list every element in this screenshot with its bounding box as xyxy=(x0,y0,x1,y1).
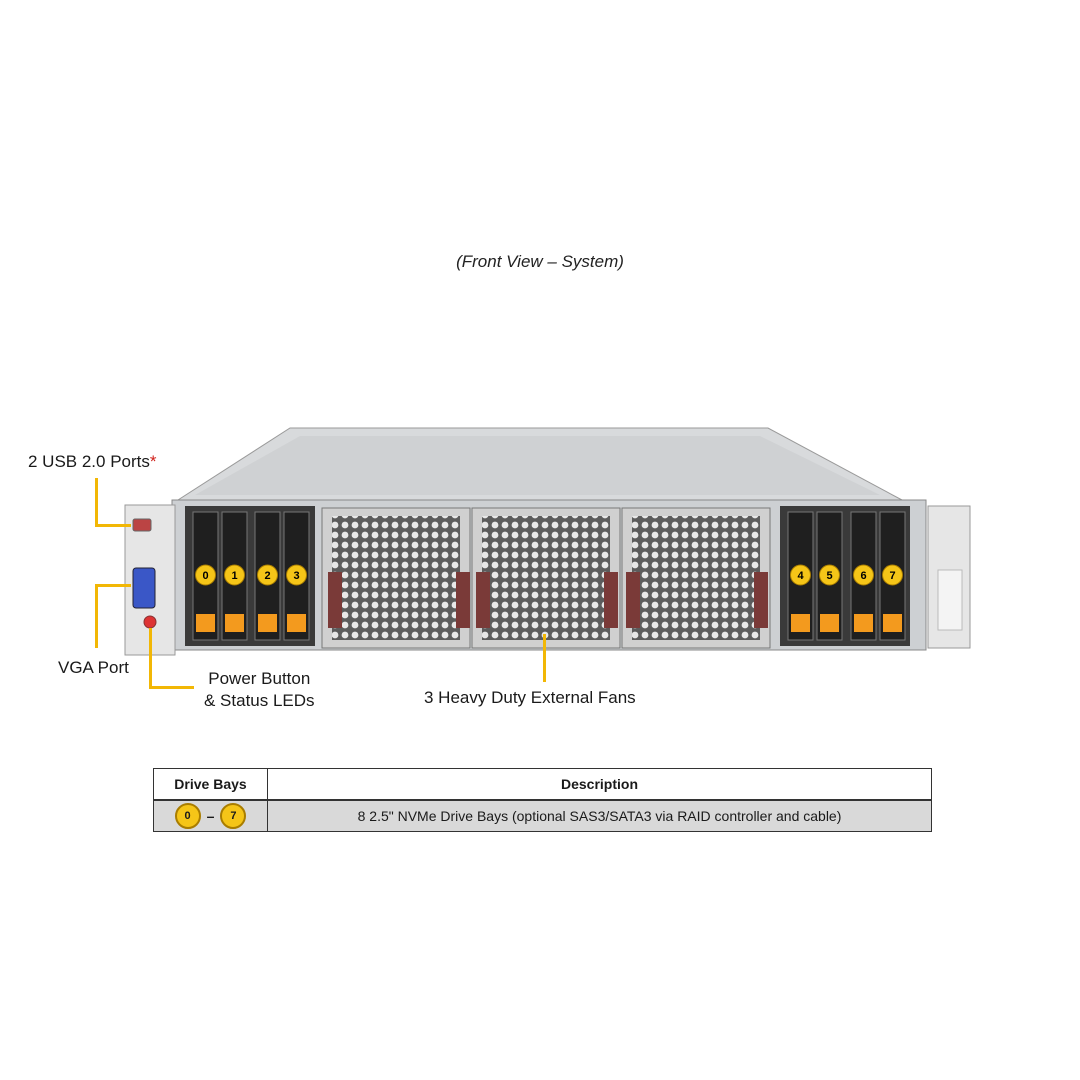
drive-bay-release-tab xyxy=(287,614,306,632)
drive-bay-release-tab xyxy=(820,614,839,632)
drive-bay-release-tab xyxy=(854,614,873,632)
drive-bay-release-tab xyxy=(196,614,215,632)
drive-bay-number: 5 xyxy=(826,570,832,582)
table-header-drive-bays: Drive Bays xyxy=(153,768,268,801)
drive-bay-number: 6 xyxy=(860,570,866,582)
brand-plate xyxy=(937,569,963,631)
power-button xyxy=(143,615,157,629)
drive-bays-table: Drive Bays Description 0–7 8 2.5" NVMe D… xyxy=(153,768,932,832)
bay-badge-start: 0 xyxy=(174,803,201,829)
fan-tab-3 xyxy=(476,572,490,628)
fan-tab-1 xyxy=(328,572,342,628)
drive-bay-release-tab xyxy=(225,614,244,632)
drive-bay-badge xyxy=(195,564,216,586)
power-leader-v xyxy=(149,628,152,688)
drive-bay-release-tab xyxy=(258,614,277,632)
fan-tab-4 xyxy=(604,572,618,628)
drive-bay-number: 3 xyxy=(293,570,299,582)
bay-badge-end: 7 xyxy=(220,803,247,829)
fans-label: 3 Heavy Duty External Fans xyxy=(424,688,636,707)
drive-bay-number: 1 xyxy=(231,570,237,582)
drive-bay-number: 2 xyxy=(264,570,270,582)
fan-tab-6 xyxy=(754,572,768,628)
vga-port-label: VGA Port xyxy=(58,658,129,677)
drive-bay-badge xyxy=(257,564,278,586)
drive-bay-description: 8 2.5" NVMe Drive Bays (optional SAS3/SA… xyxy=(267,799,932,832)
drive-bay-release-tab xyxy=(791,614,810,632)
drive-bay-number: 0 xyxy=(202,570,208,582)
footnote-asterisk: * xyxy=(149,452,157,471)
fan-tab-2 xyxy=(456,572,470,628)
usb-ports-label: 2 USB 2.0 Ports* xyxy=(28,452,157,471)
table-header-description: Description xyxy=(267,768,932,801)
usb-leader-v xyxy=(95,478,98,526)
vga-leader-v xyxy=(95,584,98,648)
fans-leader xyxy=(543,634,546,682)
drive-bay-release-tab xyxy=(883,614,902,632)
power-button-label: Power Button& Status LEDs xyxy=(204,669,315,710)
drive-bay-badge xyxy=(819,564,840,586)
drive-bay-number: 4 xyxy=(797,570,804,582)
drive-bay-number: 7 xyxy=(889,570,895,582)
usb-port xyxy=(132,518,152,532)
drive-bay-range: 0–7 xyxy=(153,799,268,832)
drive-bay-badge xyxy=(882,564,903,586)
range-dash: – xyxy=(206,808,215,824)
vga-port xyxy=(132,567,156,609)
fan-tab-5 xyxy=(626,572,640,628)
drive-bay-badge xyxy=(853,564,874,586)
drive-bay-badge xyxy=(286,564,307,586)
figure-caption: (Front View – System) xyxy=(456,252,624,271)
table-row: 0–7 8 2.5" NVMe Drive Bays (optional SAS… xyxy=(153,799,932,832)
drive-bay-badge xyxy=(224,564,245,586)
power-leader-h xyxy=(149,686,194,689)
usb-leader-h xyxy=(95,524,131,527)
vga-leader-h xyxy=(95,584,131,587)
drive-bay-badge xyxy=(790,564,811,586)
